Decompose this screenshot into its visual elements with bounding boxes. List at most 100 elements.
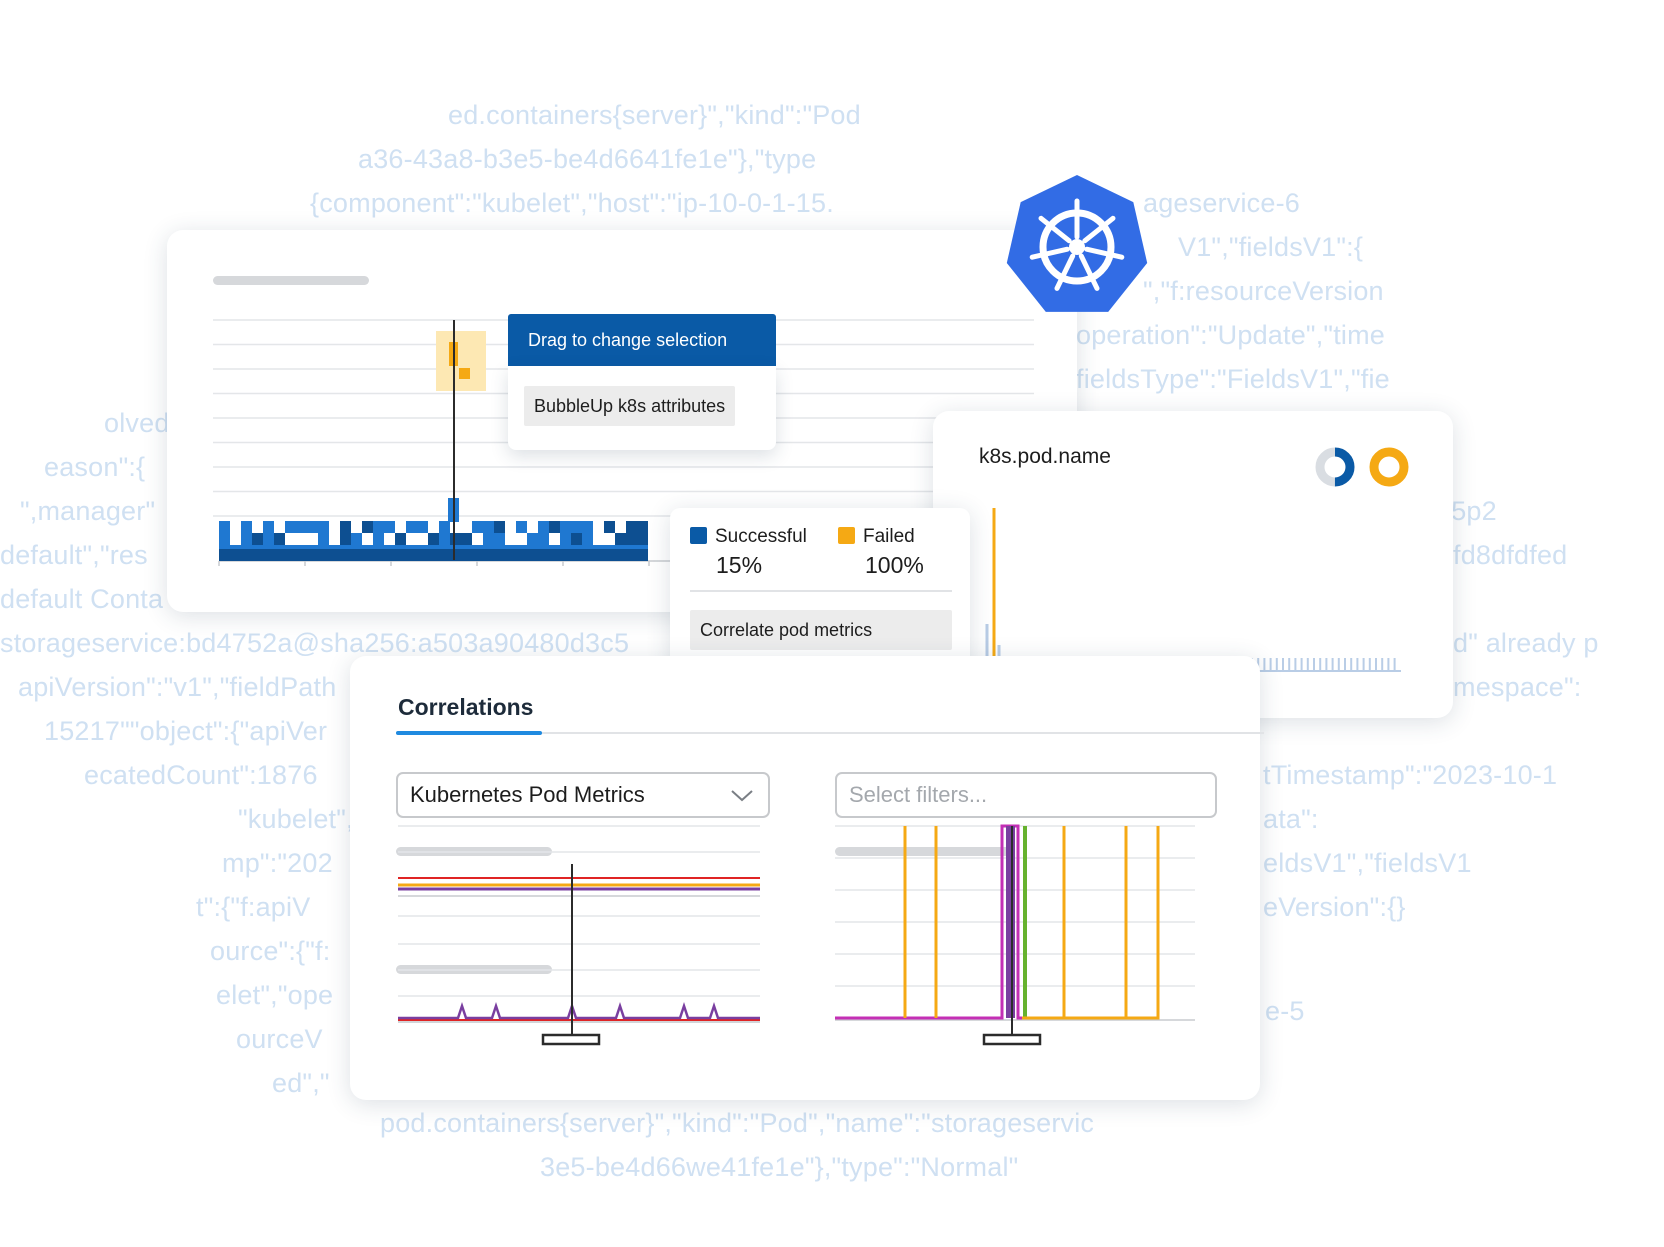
- background-code-line: mespace":: [1453, 672, 1582, 702]
- chevron-down-icon: [731, 790, 753, 802]
- background-code-line: ata":: [1263, 804, 1319, 834]
- heat-cell: [395, 521, 406, 533]
- background-code-line: tTimestamp":"2023-10-1: [1263, 760, 1558, 790]
- background-code-line: ","f:resourceVersion: [1143, 276, 1384, 306]
- legend-card: Successful 15% Failed 100% Correlate pod…: [670, 508, 970, 670]
- heat-cell: [615, 521, 626, 533]
- heat-cell: [626, 521, 637, 533]
- background-code-line: operation":"Update","time: [1076, 320, 1386, 350]
- helm-spoke: [1078, 253, 1100, 291]
- heat-cell: [329, 521, 340, 533]
- heat-cell: [230, 533, 241, 545]
- heat-cell: [362, 521, 373, 533]
- heat-cell: [329, 533, 340, 545]
- drag-handle: [982, 1033, 1042, 1046]
- heat-cell: [340, 533, 351, 545]
- background-code-line: {component":"kubelet","host":"ip-10-0-1-…: [310, 188, 834, 218]
- metric-spike-chart: [835, 824, 1195, 1046]
- heat-cell: [450, 533, 461, 545]
- background-code-line: default Conta: [0, 584, 164, 614]
- legend-successful: Successful: [690, 526, 807, 548]
- background-code-line: d" already p: [1453, 628, 1599, 658]
- heat-cell: [593, 521, 604, 533]
- kubernetes-helm-icon: [1006, 175, 1148, 312]
- heat-cell: [593, 533, 604, 545]
- correlate-button[interactable]: Correlate pod metrics: [690, 610, 952, 650]
- heat-cell: [395, 533, 406, 545]
- heat-cell: [505, 533, 516, 545]
- failed-value: 100%: [865, 552, 924, 578]
- heat-cell: [516, 533, 527, 545]
- background-code-line: ed",": [272, 1068, 330, 1098]
- metric-line-charts: [398, 825, 760, 1046]
- heat-cell: [351, 521, 362, 533]
- helm-spoke: [1038, 215, 1072, 244]
- background-code-line: V1","fieldsV1":{: [1178, 232, 1364, 262]
- heat-cell: [417, 533, 428, 545]
- dataset-select-value: Kubernetes Pod Metrics: [410, 782, 645, 807]
- background-code-line: elet","ope: [216, 980, 334, 1010]
- background-code-line: ource":{"f:: [210, 936, 331, 966]
- filter-input[interactable]: Select filters...: [835, 772, 1217, 818]
- background-code-line: "kubelet",: [238, 804, 354, 834]
- chart3-title-placeholder: [835, 847, 1011, 856]
- tab-correlations[interactable]: Correlations: [398, 694, 534, 720]
- filter-placeholder: Select filters...: [849, 782, 988, 807]
- heat-cell: [571, 533, 582, 545]
- legend-failed: Failed: [838, 526, 915, 548]
- heat-cell: [637, 533, 648, 545]
- background-code-line: eVersion":{}: [1263, 892, 1406, 922]
- tooltip-body: BubbleUp k8s attributes: [508, 366, 776, 450]
- heat-cell: [626, 533, 637, 545]
- heat-cell: [549, 533, 560, 545]
- background-code-line: 3e5-be4d66we41fe1e"},"type":"Normal": [540, 1152, 1019, 1182]
- drag-handle: [541, 1033, 601, 1046]
- background-code-line: ",manager": [20, 496, 156, 526]
- background-code-line: mp":"202: [222, 848, 333, 878]
- helm-spoke: [1029, 246, 1070, 260]
- heat-cell: [461, 533, 472, 545]
- failed-label: Failed: [863, 526, 915, 547]
- heat-cell: [505, 521, 516, 533]
- heat-cell: [615, 533, 626, 545]
- series-spikes-orange: [903, 826, 1160, 1020]
- donut-blue-icon[interactable]: [1312, 444, 1358, 490]
- background-code-line: ecatedCount":1876: [84, 760, 318, 790]
- helm-spoke: [1084, 246, 1125, 260]
- series-bar-purple: [1006, 826, 1015, 1018]
- background-code-line: 15217""object":{"apiVer: [44, 716, 328, 746]
- donut-orange-icon[interactable]: [1366, 444, 1412, 490]
- title-placeholder: [213, 276, 369, 285]
- heat-cell: [604, 521, 615, 533]
- background-code-line: fieldsType":"FieldsV1","fie: [1076, 364, 1390, 394]
- background-code-line: ed.containers{server}","kind":"Pod: [448, 100, 861, 130]
- background-code-line: ourceV: [236, 1024, 323, 1054]
- heat-cell: [230, 521, 241, 533]
- bubbleup-button[interactable]: BubbleUp k8s attributes: [524, 386, 736, 426]
- heat-cell: [428, 521, 439, 533]
- selection-highlight: [436, 331, 486, 391]
- successful-value: 15%: [716, 552, 763, 578]
- heat-cell: [362, 533, 373, 545]
- heat-cell: [285, 533, 296, 545]
- background-code-line: default","res: [0, 540, 148, 570]
- background-code-line: pod.containers{server}","kind":"Pod","na…: [380, 1108, 1095, 1138]
- heat-cell: [307, 533, 318, 545]
- heat-cell: [472, 533, 483, 545]
- heat-cell: [384, 533, 395, 545]
- heat-cell: [527, 521, 538, 533]
- dataset-select[interactable]: Kubernetes Pod Metrics: [396, 772, 770, 818]
- correlations-card: Correlations Kubernetes Pod Metrics Sele…: [350, 656, 1264, 1100]
- heatmap-chart[interactable]: [167, 230, 1077, 612]
- tooltip-title: Drag to change selection: [508, 314, 776, 366]
- legend-divider: [690, 590, 952, 592]
- heat-cell: [637, 521, 648, 533]
- pod-card-title: k8s.pod.name: [979, 445, 1111, 468]
- heat-cell: [604, 533, 615, 545]
- helm-spoke: [1082, 215, 1116, 244]
- heat-cell: [428, 533, 439, 545]
- background-code-line: fd8dfdfed: [1453, 540, 1568, 570]
- background-code-line: eason":{: [44, 452, 146, 482]
- heat-cell: [252, 521, 263, 533]
- background-code-line: t":{"f:apiV: [196, 892, 311, 922]
